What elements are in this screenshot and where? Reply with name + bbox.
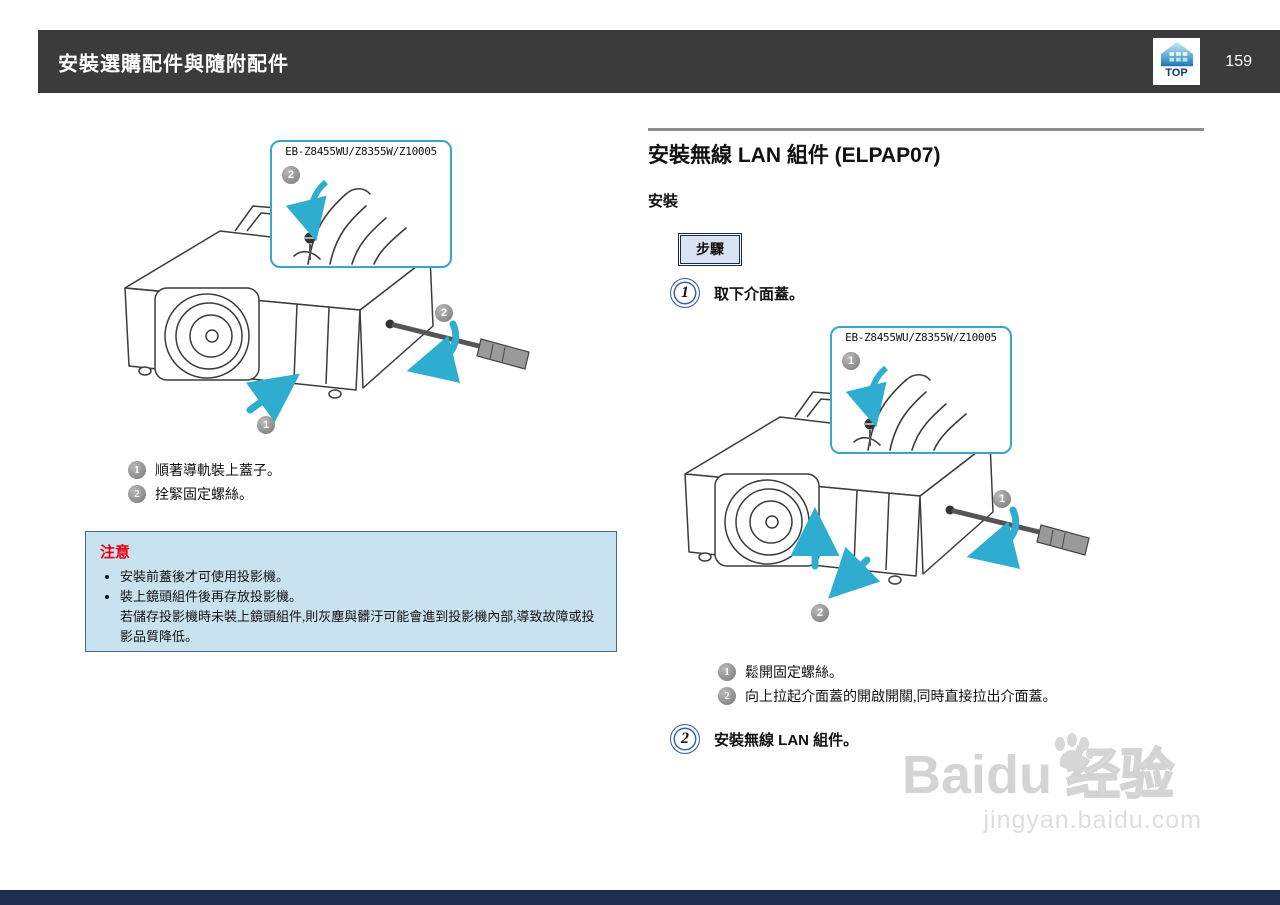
- list-item: 2 向上拉起介面蓋的開啟開關,同時直接拉出介面蓋。: [718, 686, 1057, 706]
- arrow-screw-turn: [285, 179, 329, 242]
- callout-zoom-box: EB-Z8455WU/Z8355W/Z10005: [270, 140, 452, 268]
- step-badge: 2: [718, 687, 736, 705]
- step-instruction: 安裝無線 LAN 組件。: [714, 731, 859, 749]
- model-label: EB-Z8455WU/Z8355W/Z10005: [845, 331, 997, 344]
- procedure-step-2: 2 安裝無線 LAN 組件。: [670, 724, 858, 754]
- arrow-pull-cover: [828, 546, 881, 599]
- marker-screw: 2: [435, 304, 453, 322]
- step-badge: 1: [718, 663, 736, 681]
- projector-illustration-left: [124, 205, 530, 423]
- notice-bullet: 安裝前蓋後才可使用投影機。: [120, 567, 602, 587]
- arrow-tighten-screw: [406, 320, 461, 383]
- diagram-attach-cover: EB-Z8455WU/Z8355W/Z10005: [85, 128, 540, 468]
- sub-heading: 安裝: [648, 193, 679, 210]
- step-text: 向上拉起介面蓋的開啟開關,同時直接拉出介面蓋。: [745, 690, 1057, 705]
- notice-bullet: 裝上鏡頭組件後再存放投影機。 若儲存投影機時未裝上鏡頭組件,則灰塵與髒汙可能會進…: [120, 587, 602, 647]
- notice-box: 注意 安裝前蓋後才可使用投影機。 裝上鏡頭組件後再存放投影機。 若儲存投影機時未…: [85, 531, 617, 652]
- arrow-screw-turn: [845, 365, 889, 428]
- watermark-url: jingyan.baidu.com: [983, 806, 1202, 834]
- step-text: 拴緊固定螺絲。: [155, 488, 253, 503]
- notice-list: 安裝前蓋後才可使用投影機。 裝上鏡頭組件後再存放投影機。 若儲存投影機時未裝上鏡…: [107, 567, 602, 648]
- procedure-step-1: 1 取下介面蓋。: [670, 278, 804, 308]
- footer-bar: [0, 890, 1280, 905]
- page-number: 159: [1225, 52, 1252, 70]
- arrow-loosen-screw: [966, 506, 1021, 569]
- watermark-suffix: 经验: [1065, 745, 1175, 805]
- diagram-remove-cover: EB-Z8455WU/Z8355W/Z10005: [645, 314, 1100, 654]
- step-badge: 2: [128, 485, 146, 503]
- marker-front: 1: [257, 416, 275, 434]
- projector-body: [124, 205, 434, 399]
- model-label: EB-Z8455WU/Z8355W/Z10005: [285, 145, 437, 158]
- arrow-slide-cover: [245, 373, 300, 423]
- callout-zoom-box: EB-Z8455WU/Z8355W/Z10005: [830, 326, 1012, 454]
- procedure-badge: 步驟: [680, 235, 740, 264]
- step-number-circle: 1: [670, 278, 700, 308]
- list-item: 2 拴緊固定螺絲。: [128, 484, 253, 504]
- step-text: 順著導軌裝上蓋子。: [155, 464, 281, 479]
- hand-screw-illustration: [845, 365, 967, 451]
- list-item: 1 鬆開固定螺絲。: [718, 662, 843, 682]
- watermark-logo: Baidu 经验: [902, 733, 1202, 805]
- page-title: 安裝選購配件與隨附配件: [58, 53, 289, 75]
- marker-cover-switch: 2: [811, 604, 829, 622]
- header-bar: 安裝選購配件與隨附配件 TOP 159: [38, 30, 1280, 93]
- direction-arrows: [790, 506, 1021, 599]
- hand-screw-illustration: [285, 179, 407, 265]
- top-button[interactable]: TOP: [1153, 38, 1200, 85]
- step-instruction: 取下介面蓋。: [714, 285, 805, 303]
- marker-side-screw: 1: [993, 490, 1011, 508]
- step-text: 鬆開固定螺絲。: [745, 666, 843, 681]
- callout-step-badge: 1: [842, 352, 860, 370]
- baidu-paw-icon: [1055, 733, 1094, 770]
- section-rule: [648, 128, 1204, 131]
- list-item: 1 順著導軌裝上蓋子。: [128, 460, 281, 480]
- top-label: TOP: [1165, 67, 1188, 79]
- step-number-circle: 2: [670, 724, 700, 754]
- home-top-icon: [1160, 41, 1193, 67]
- watermark: Baidu 经验 jingyan.baidu.com: [902, 733, 1202, 835]
- direction-arrows: [245, 320, 461, 423]
- watermark-brand: Baidu: [902, 745, 1053, 805]
- step-badge: 1: [128, 461, 146, 479]
- section-heading: 安裝無線 LAN 組件 (ELPAP07): [648, 144, 941, 167]
- callout-step-badge: 2: [282, 166, 300, 184]
- notice-title: 注意: [100, 544, 131, 561]
